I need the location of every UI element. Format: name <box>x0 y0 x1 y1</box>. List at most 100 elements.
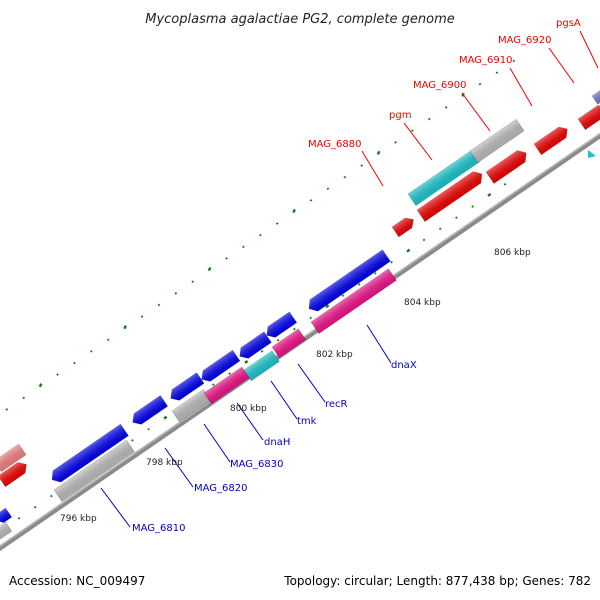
lower-tick-track <box>1 182 507 531</box>
leader-mag-6830 <box>203 423 231 463</box>
tick-mark <box>163 415 168 420</box>
gene-tmk-cyan-shade <box>244 350 280 381</box>
gene-mag-6820-shade <box>132 395 168 425</box>
leader-pgsa <box>579 30 599 69</box>
tick-mark <box>360 164 364 167</box>
gene-label-mag-6900[interactable]: MAG_6900 <box>413 80 467 91</box>
tick-mark <box>326 187 330 191</box>
tick-mark <box>292 208 296 214</box>
tick-mark <box>438 227 442 231</box>
tick-mark <box>207 266 212 272</box>
tick-mark <box>309 199 313 202</box>
tick-mark <box>376 150 381 156</box>
leader-dnax <box>366 324 392 364</box>
tick-mark <box>5 408 9 411</box>
gene-partial-gray-shade <box>0 522 12 540</box>
scale-label-796: 796 kbp <box>60 514 97 524</box>
gene-label-mag-6830[interactable]: MAG_6830 <box>230 459 284 470</box>
upper-tick-track <box>5 59 516 411</box>
tick-mark <box>17 517 21 520</box>
tick-mark <box>293 327 296 331</box>
gene-dnax-pink <box>310 268 397 334</box>
gene-mag-6830 <box>170 372 205 401</box>
tick-mark <box>495 71 499 74</box>
tick-mark <box>487 192 492 197</box>
tick-mark <box>140 315 144 318</box>
gene-label-pgsa[interactable]: pgsA <box>556 18 581 29</box>
scale-label-804: 804 kbp <box>404 298 441 308</box>
gene-partial-red-shade <box>0 462 27 487</box>
leader-mag-6810 <box>100 487 131 528</box>
gene-dnah-pink-shade <box>204 366 250 404</box>
tick-mark <box>503 182 507 186</box>
tick-mark <box>309 316 312 320</box>
gene-label-recr[interactable]: recR <box>325 399 348 410</box>
map-title: Mycoplasma agalactiae PG2, complete geno… <box>145 12 455 27</box>
leader-recr <box>297 363 326 403</box>
leader-mag-6900 <box>461 92 491 132</box>
gene-label-mag-6810[interactable]: MAG_6810 <box>132 523 186 534</box>
gene-partial-gray <box>0 521 13 540</box>
gene-label-tmk[interactable]: tmk <box>297 416 317 427</box>
gene-partial-violet-shade <box>592 88 600 105</box>
tick-mark <box>89 350 93 353</box>
leader-tmk <box>270 380 298 420</box>
scale-label-802: 802 kbp <box>316 350 353 360</box>
gene-dnax-pink-shade <box>311 268 397 334</box>
tick-mark <box>343 175 347 179</box>
tick-mark <box>33 505 37 509</box>
gene-partial-violet <box>591 87 600 105</box>
tick-mark <box>471 205 474 208</box>
tick-mark <box>38 383 43 388</box>
gene-label-mag-6880[interactable]: MAG_6880 <box>308 139 362 150</box>
gene-mag-6920-shade <box>534 127 568 155</box>
tick-mark <box>374 272 377 275</box>
gene-pgm-shade <box>408 149 481 206</box>
tick-mark <box>228 372 231 375</box>
gene-mag-6920 <box>533 126 568 156</box>
tick-mark <box>444 106 448 109</box>
tick-mark <box>260 350 264 353</box>
gene-pgsa-shade <box>578 105 600 130</box>
gene-track <box>0 87 600 540</box>
tick-mark <box>106 338 110 342</box>
gene-tmk-cyan <box>243 350 280 382</box>
gene-label-mag-6910[interactable]: MAG_6910 <box>459 55 513 66</box>
gene-partial-red <box>0 462 27 488</box>
gene-mag-6810-gray <box>53 439 135 502</box>
gene-partial-pink <box>0 443 27 473</box>
gene-tmk-shade <box>239 331 272 359</box>
tick-mark <box>390 260 393 264</box>
gene-mag-6880 <box>391 217 414 238</box>
gene-dnax-shade <box>308 249 391 312</box>
tick-mark <box>411 129 414 132</box>
gene-label-pgm[interactable]: pgm <box>389 110 411 121</box>
leader-mag-6920 <box>548 47 575 84</box>
tick-mark <box>56 373 59 376</box>
gene-recr <box>266 311 298 338</box>
gene-dnah-shade <box>201 350 240 382</box>
gene-mag-6880-shade <box>392 217 414 237</box>
gene-recr-pink-shade <box>272 328 306 358</box>
tick-mark <box>357 283 361 286</box>
gene-partial-blue <box>0 507 13 524</box>
gene-label-dnax[interactable]: dnaX <box>391 360 417 371</box>
gene-label-mag-6920[interactable]: MAG_6920 <box>498 35 552 46</box>
leader-mag-6820 <box>164 447 194 488</box>
tick-mark <box>174 292 178 295</box>
gene-mag-6910 <box>485 150 527 184</box>
label-leaders <box>100 30 599 528</box>
gene-recr-shade <box>266 311 297 338</box>
tick-mark <box>157 303 161 307</box>
tick-mark <box>325 304 330 309</box>
gene-pgm-gray-shade <box>470 119 525 163</box>
tick-mark <box>455 216 458 219</box>
tick-mark <box>275 222 279 225</box>
gene-mag-6910-shade <box>486 150 527 184</box>
gene-pgsa <box>577 105 600 131</box>
tick-mark <box>422 238 426 242</box>
gene-pgm <box>407 149 481 206</box>
gene-label-dnah[interactable]: dnaH <box>264 437 290 448</box>
genome-stats-text: Topology: circular; Length: 877,438 bp; … <box>283 574 591 588</box>
gene-label-mag-6820[interactable]: MAG_6820 <box>194 483 248 494</box>
